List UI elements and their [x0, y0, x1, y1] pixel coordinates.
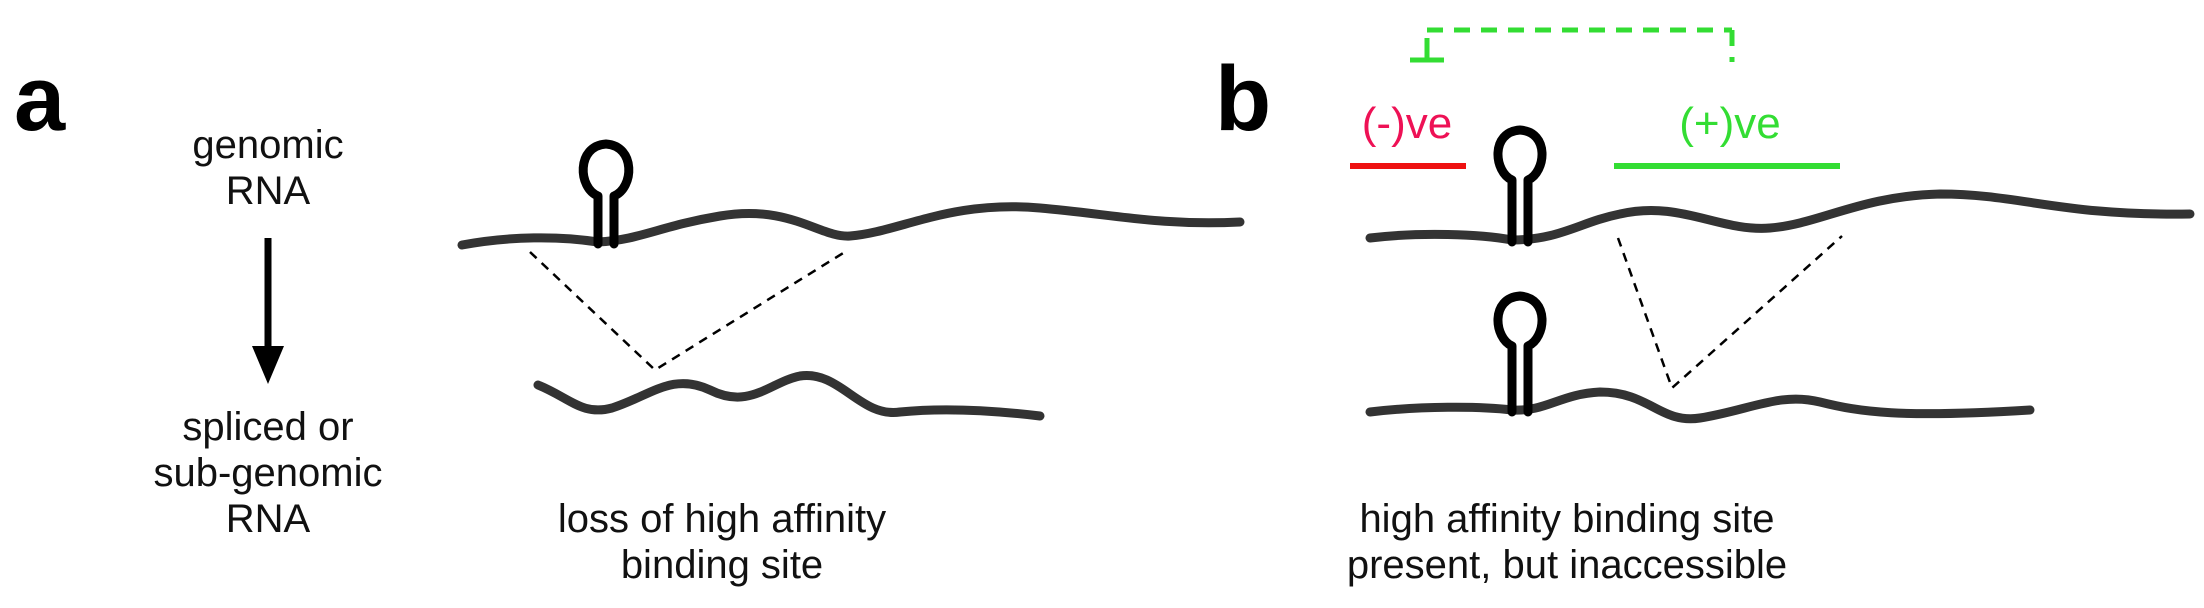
positive-inhibits-negative-connector	[1410, 27, 1735, 63]
spliced-rna-label-line2: sub-genomic	[153, 451, 382, 495]
negative-element-label: (-)ve	[1362, 99, 1452, 148]
masking-region-dashes	[1616, 235, 1843, 391]
spliced-rna-label-line3: RNA	[226, 497, 311, 541]
panel-b-caption-line2: present, but inaccessible	[1347, 543, 1787, 587]
positive-element-label: (+)ve	[1679, 99, 1780, 148]
panel-a-caption-line1: loss of high affinity	[558, 497, 886, 541]
panel-a-letter: a	[14, 48, 66, 150]
genomic-rna-hairpin	[578, 139, 634, 249]
genomic-rna-label-line2: RNA	[226, 169, 311, 213]
deleted-region-dashes	[529, 248, 849, 372]
panel-b: b (-)ve (+)ve high affinity binding site…	[1215, 27, 2195, 587]
spliced-rna-label-line1: spliced or	[182, 405, 353, 449]
splicing-arrow	[252, 238, 284, 384]
panel-b-caption-line1: high affinity binding site	[1359, 497, 1774, 541]
genomic-rna-strand	[457, 202, 1245, 250]
genomic-rna-label-line1: genomic	[192, 123, 343, 167]
panel-a: a genomic RNA spliced or sub-genomic RNA…	[14, 48, 1245, 587]
upper-rna-strand	[1365, 189, 2195, 245]
upper-rna-hairpin	[1493, 125, 1547, 247]
lower-rna-strand	[1365, 387, 2035, 424]
panel-a-caption-line2: binding site	[621, 543, 823, 587]
spliced-rna-strand	[533, 371, 1045, 421]
panel-b-letter: b	[1215, 48, 1271, 150]
lower-rna-hairpin	[1493, 291, 1547, 417]
